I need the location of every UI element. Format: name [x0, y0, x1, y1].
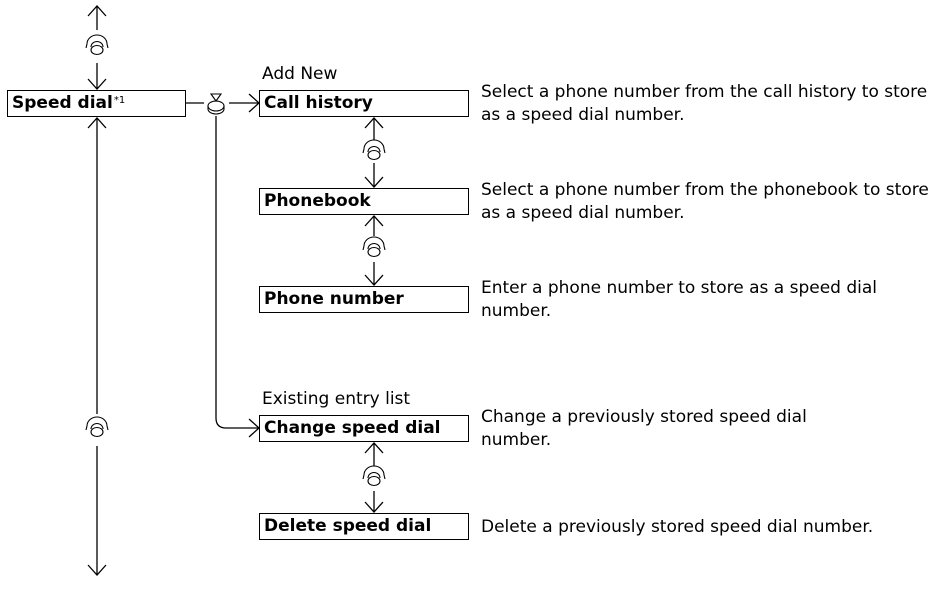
phonebook-option: Phonebook [259, 188, 469, 215]
interface-dial-press-icon [207, 93, 225, 115]
existing-entry-list-heading: Existing entry list [262, 389, 411, 409]
delete-speed-dial-option: Delete speed dial [259, 513, 469, 540]
phonebook-description: Select a phone number from the phonebook… [481, 180, 929, 223]
speed-dial-label: Speed dial [12, 93, 113, 113]
speed-dial-menu-item: Speed dial*1 [7, 90, 186, 117]
delete-speed-dial-description: Delete a previously stored speed dial nu… [481, 517, 874, 537]
change-speed-dial-description: Change a previously stored speed dial nu… [481, 407, 807, 450]
call-history-description: Select a phone number from the call hist… [481, 82, 928, 125]
change-speed-dial-option: Change speed dial [259, 415, 469, 442]
call-history-option: Call history [259, 90, 469, 117]
phone-number-description: Enter a phone number to store as a speed… [481, 278, 877, 321]
add-new-heading: Add New [262, 64, 338, 84]
phone-number-option: Phone number [259, 286, 469, 313]
footnote-marker: *1 [113, 95, 126, 106]
